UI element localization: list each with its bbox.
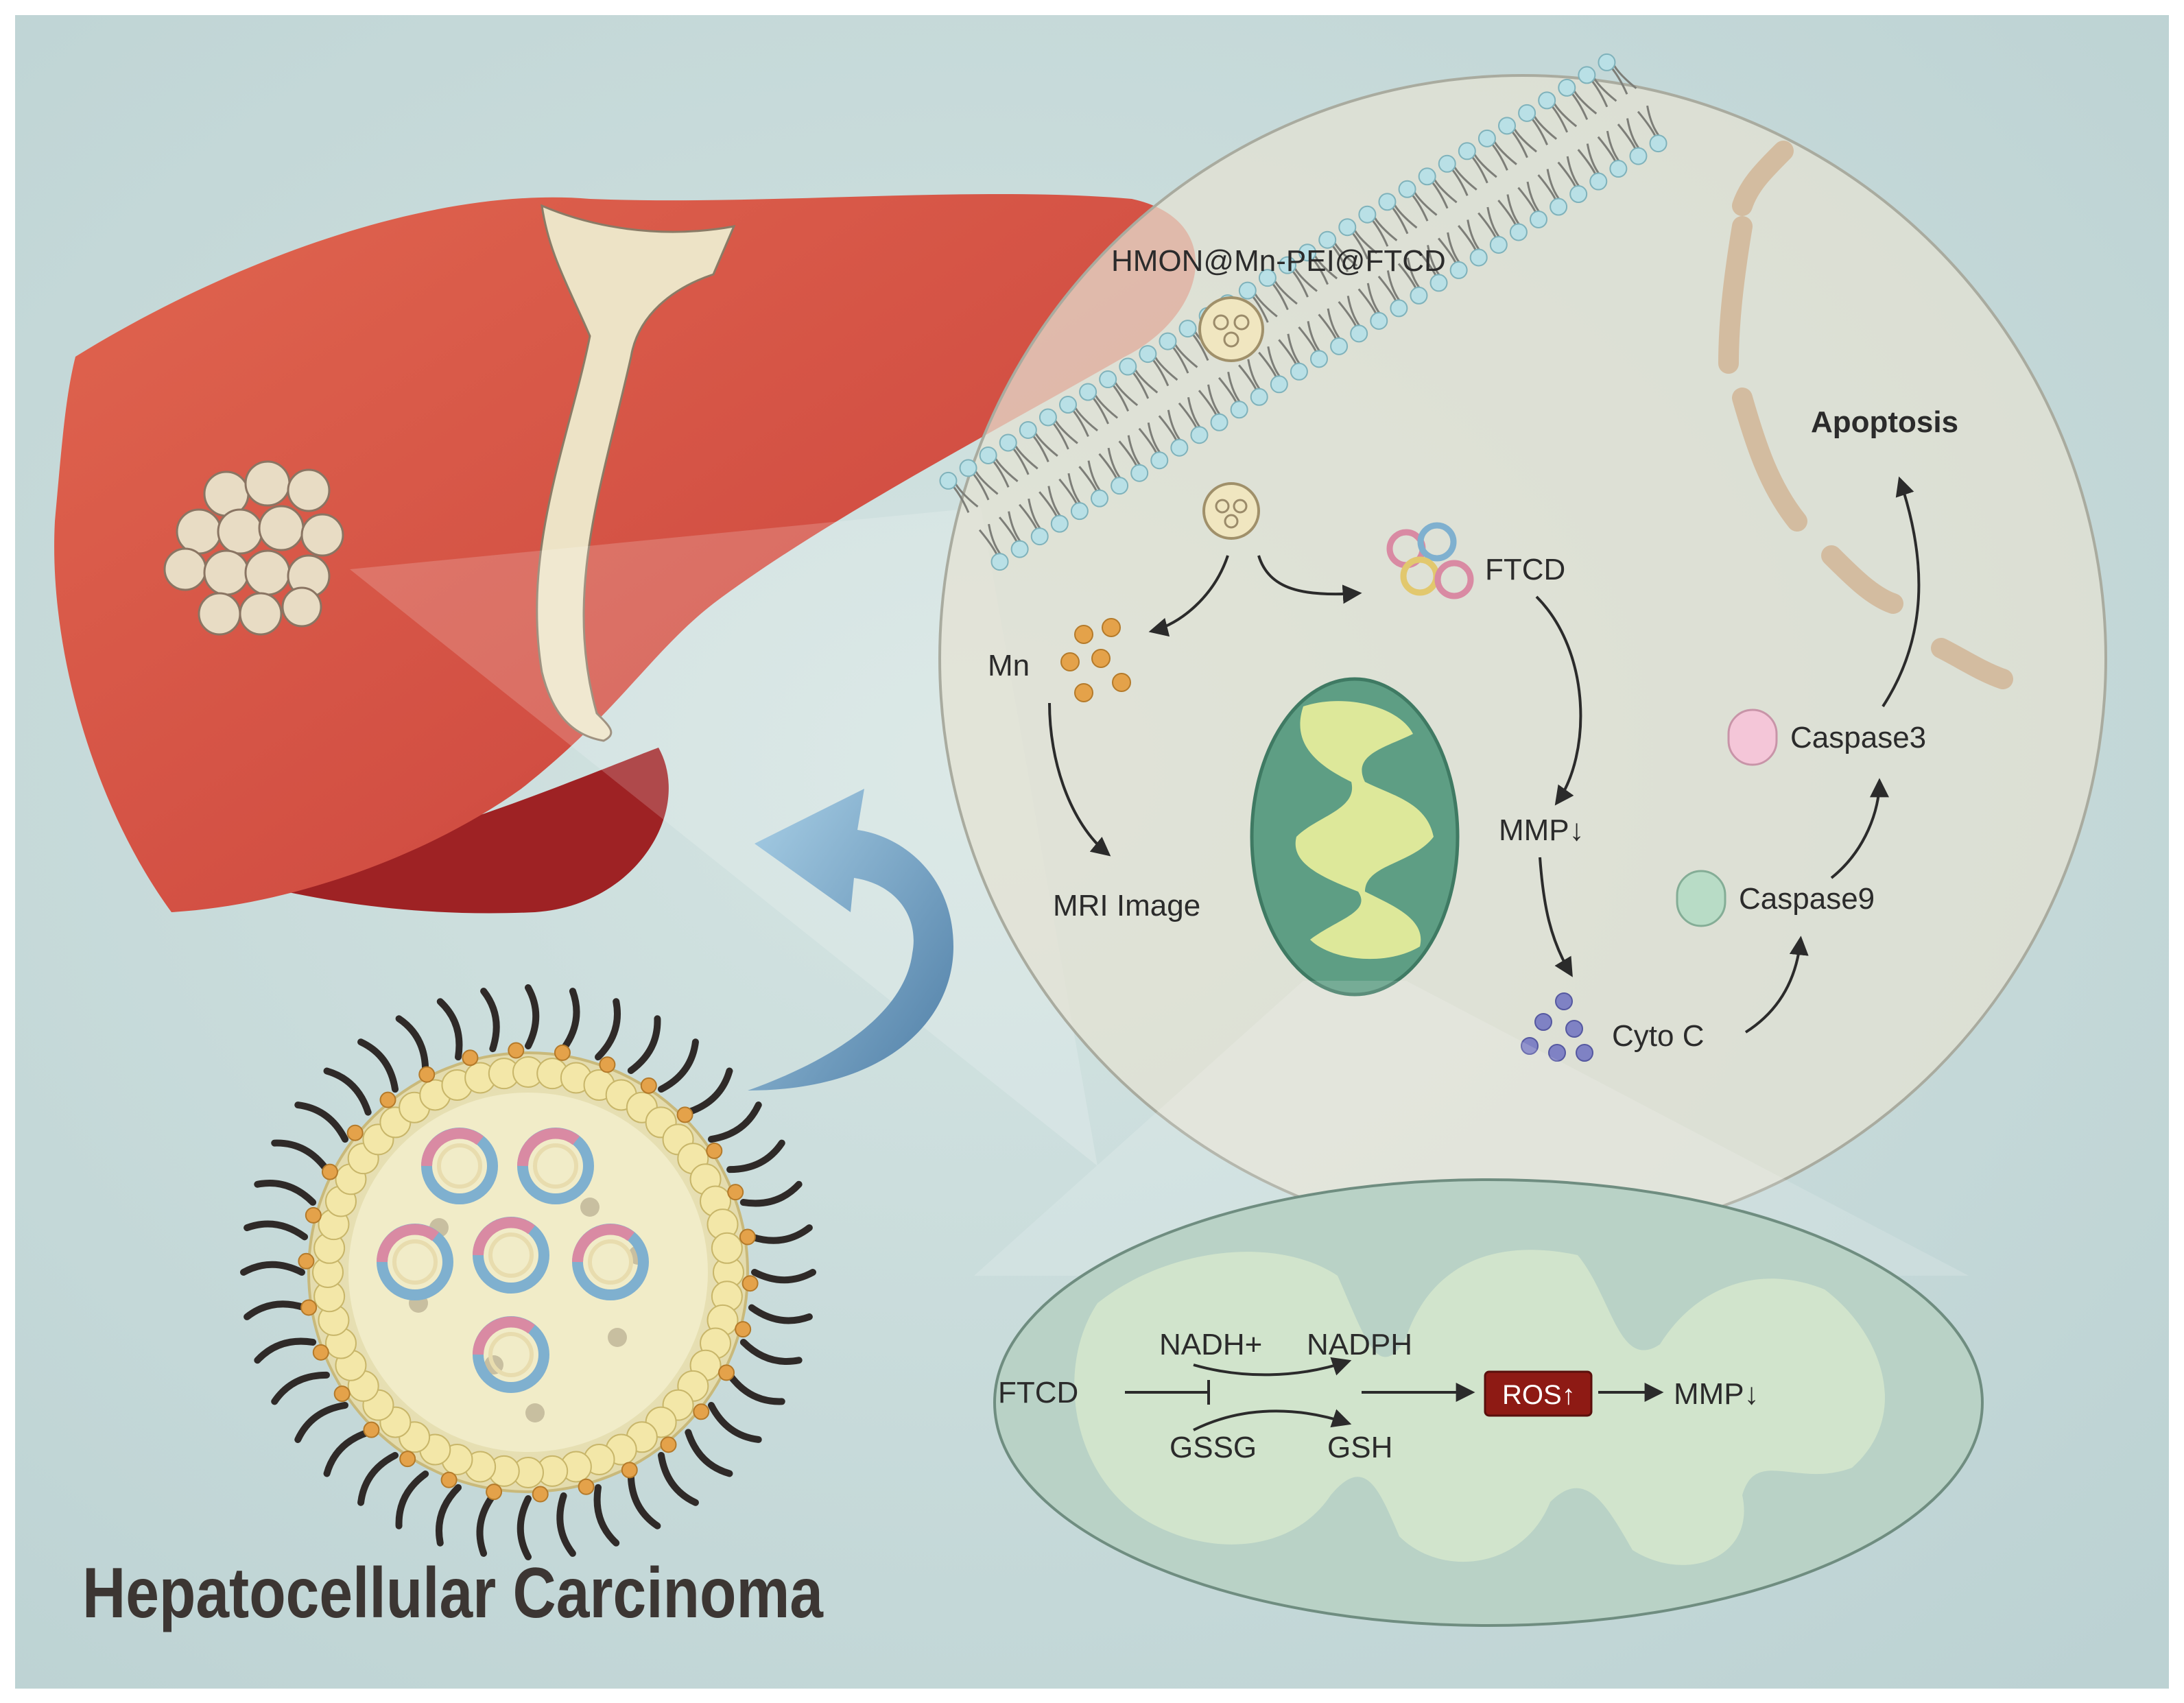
lipid-bilayer-icon (939, 53, 1667, 571)
cyto-c-icon (1521, 992, 1593, 1062)
ros-label: ROS↑ (1502, 1380, 1576, 1410)
gsh-label: GSH (1327, 1431, 1392, 1464)
nanoparticle-small-icon (1198, 296, 1264, 362)
cyto-c-label: Cyto C (1612, 1019, 1704, 1053)
ftcd-rings-icon (1386, 522, 1474, 599)
tumor-nodules-icon (163, 460, 344, 636)
nanoparticle-internalized-icon (1202, 482, 1260, 540)
ros-box (1484, 1370, 1593, 1417)
caspase9-icon (1676, 870, 1726, 927)
mmp-label: MMP↓ (1499, 813, 1584, 847)
mitochondrion-icon (1250, 677, 1460, 997)
nadh-label: NADH+ (1159, 1328, 1262, 1361)
nadph-label: NADPH (1307, 1328, 1412, 1361)
caspase3-icon (1727, 708, 1778, 766)
nanoparticle-large-icon (240, 984, 816, 1560)
apoptosis-label: Apoptosis (1811, 405, 1958, 439)
mn-label: Mn (988, 649, 1030, 682)
caspase9-label: Caspase9 (1739, 882, 1875, 916)
mn-ions-icon (1060, 618, 1131, 702)
liver-icon (54, 193, 1196, 914)
mri-label: MRI Image (1053, 889, 1200, 922)
blue-curved-arrow-icon (748, 789, 953, 1091)
nuclear-envelope (1718, 141, 2013, 689)
figure-title: Hepatocellular Carcinoma (82, 1553, 824, 1633)
mito-pathway-arrows (1125, 1357, 1664, 1431)
mito-zoom-beam (974, 981, 1969, 1276)
gssg-label: GSSG (1170, 1431, 1257, 1464)
caspase3-label: Caspase3 (1790, 721, 1926, 754)
nanoparticle-label: HMON@Mn-PEI@FTCD (1111, 244, 1446, 278)
mito-mmp-label: MMP↓ (1674, 1377, 1759, 1411)
pathway-arrows (1048, 476, 1921, 1034)
mito-ftcd-label: FTCD (998, 1376, 1078, 1409)
ftcd-label: FTCD (1485, 553, 1565, 586)
